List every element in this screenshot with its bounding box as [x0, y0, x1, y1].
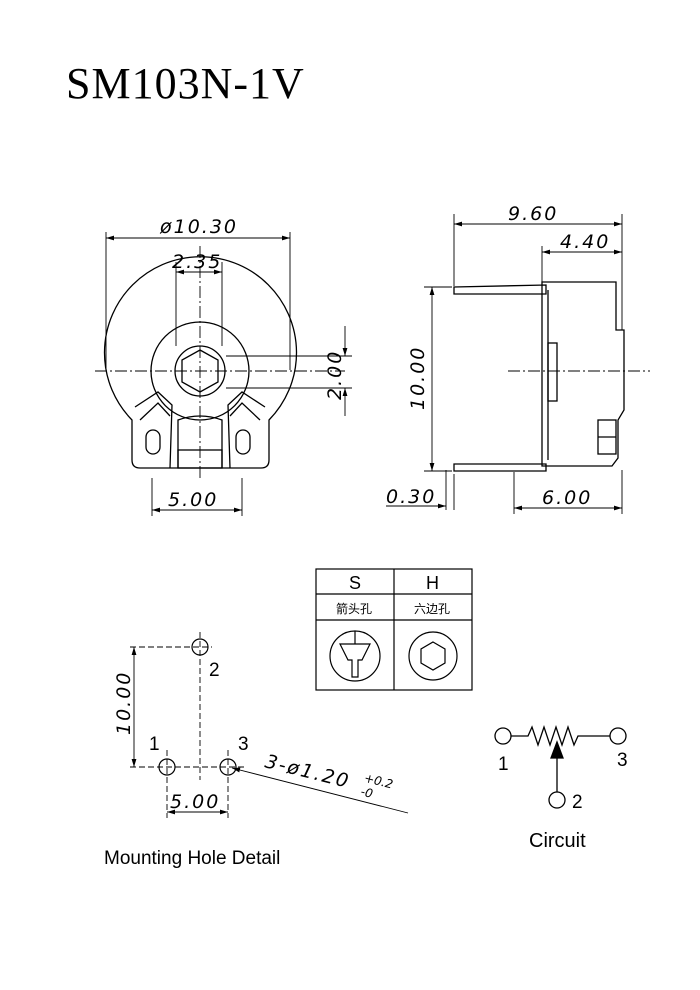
mounting-hole-detail [158, 638, 237, 776]
type-h-desc: 六边孔 [414, 602, 450, 616]
front-body-outline [103, 256, 298, 469]
circuit-terminal-2 [548, 791, 566, 809]
mount-pin-2-label: 2 [209, 660, 220, 681]
circuit-terminal-1 [494, 727, 512, 745]
side-width-dimension: 9.60 [508, 203, 558, 225]
hole-dimension: 2.35 [172, 251, 222, 273]
side-body [541, 281, 625, 467]
circuit-pin-1-label: 1 [498, 754, 509, 775]
side-terminal-top [453, 284, 547, 295]
part-number-title: SM103N-1V [66, 59, 305, 108]
circuit-terminal-3 [609, 727, 627, 745]
circuit-pin-3-label: 3 [617, 750, 628, 771]
dia-dimension: ø10.30 [159, 216, 238, 238]
type-table [315, 568, 473, 691]
mount-pin-3-label: 3 [238, 734, 249, 755]
circuit-caption: Circuit [529, 830, 586, 852]
mount-height-dimension: 10.00 [113, 671, 135, 735]
height-dimension: 2.00 [324, 350, 346, 400]
mount-pitch-dimension: 5.00 [170, 791, 220, 813]
terminal-right [227, 391, 266, 469]
side-base-dimension: 6.00 [542, 487, 592, 509]
mount-hole-dimension: 3-ø1.20 [263, 751, 353, 793]
circuit-pin-2-label: 2 [572, 792, 583, 813]
hex-hole-symbol [408, 631, 458, 681]
side-terminal-bottom [453, 463, 547, 472]
pitch-dimension: 5.00 [168, 489, 218, 511]
mount-hole-tol-upper: +0.2 [363, 771, 395, 792]
type-s-header: S [349, 573, 361, 593]
front-view [103, 256, 298, 469]
circuit-symbol [494, 724, 627, 809]
terminal-left [134, 391, 173, 469]
mount-pin-1-label: 1 [149, 734, 160, 755]
resistor-zigzag [511, 724, 610, 748]
side-view [453, 281, 625, 472]
type-s-desc: 箭头孔 [336, 601, 372, 616]
mounting-caption: Mounting Hole Detail [104, 848, 281, 869]
mount-hole-tol-lower: -0 [359, 784, 374, 801]
side-height-dimension: 10.00 [407, 346, 429, 410]
type-h-header: H [426, 573, 439, 593]
side-body-dimension: 4.40 [560, 231, 610, 253]
side-thick-dimension: 0.30 [386, 486, 436, 508]
